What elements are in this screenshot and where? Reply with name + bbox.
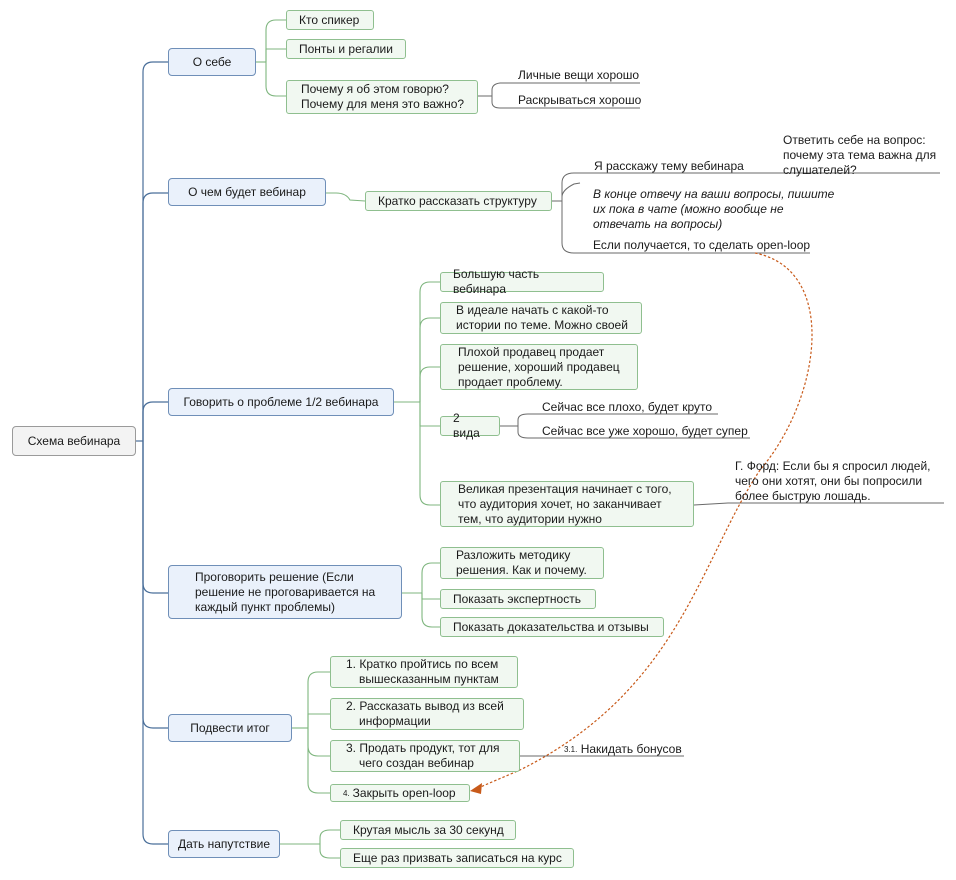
leaf-tell-topic[interactable]: Я расскажу тему вебинара bbox=[594, 159, 744, 173]
answer-line1: В конце отвечу на ваши вопросы, пишите bbox=[593, 187, 835, 201]
solution-method[interactable]: Разложить методику решения. Как и почему… bbox=[440, 547, 604, 579]
branch-summary-label: Подвести итог bbox=[190, 720, 270, 735]
about-why-line1: Почему я об этом говорю? bbox=[301, 82, 449, 96]
root-label: Схема вебинара bbox=[27, 433, 121, 448]
branch-problem-label: Говорить о проблеме 1/2 вебинара bbox=[183, 394, 379, 409]
openloop-arrow bbox=[477, 252, 813, 789]
branch-topic[interactable]: О чем будет вебинар bbox=[168, 178, 326, 206]
problem-story[interactable]: В идеале начать с какой-то истории по те… bbox=[440, 302, 642, 334]
about-regalia-label: Понты и регалии bbox=[299, 41, 393, 56]
story-line2: истории по теме. Можно своей bbox=[456, 318, 628, 332]
about-speaker[interactable]: Кто спикер bbox=[286, 10, 374, 30]
problem-story-text: В идеале начать с какой-то истории по те… bbox=[456, 303, 628, 333]
s2-line2: информации bbox=[359, 714, 431, 728]
leaf-bonuses[interactable]: 3.1. Накидать бонусов bbox=[564, 742, 682, 757]
leaf-answer-at-end[interactable]: В конце отвечу на ваши вопросы, пишите и… bbox=[593, 187, 834, 232]
farewell-enroll-label: Еще раз призвать записаться на курс bbox=[353, 850, 562, 865]
solution-line3: каждый пункт проблемы) bbox=[195, 599, 335, 614]
s2-line1: 2. Рассказать вывод из всей bbox=[346, 699, 504, 713]
farewell-thought-label: Крутая мысль за 30 секунд bbox=[353, 822, 504, 837]
bonus-number: 3.1. bbox=[564, 745, 578, 754]
problem-most[interactable]: Большую часть вебинара bbox=[440, 267, 604, 296]
about-why-line2: Почему для меня это важно? bbox=[301, 97, 465, 111]
great-presentation-text: Великая презентация начинает с того, что… bbox=[458, 482, 672, 527]
story-line1: В идеале начать с какой-то bbox=[456, 303, 609, 317]
leaf-open-up[interactable]: Раскрываться хорошо bbox=[518, 93, 642, 107]
two-types-label: 2 вида bbox=[453, 411, 480, 440]
branch-farewell-label: Дать напутствие bbox=[177, 836, 271, 851]
great-line2: что аудитория хочет, но заканчивает bbox=[458, 496, 662, 511]
solution-proof[interactable]: Показать доказательства и отзывы bbox=[440, 617, 664, 637]
seller-line2: решение, хороший продавец bbox=[458, 359, 620, 374]
proof-label: Показать доказательства и отзывы bbox=[453, 619, 649, 634]
root-node[interactable]: Схема вебинара bbox=[12, 426, 136, 456]
great-line3: тем, что аудитории нужно bbox=[458, 511, 602, 526]
branch-solution-label: Проговорить решение (Если решение не про… bbox=[195, 570, 375, 615]
about-regalia[interactable]: Понты и регалии bbox=[286, 39, 406, 59]
farewell-thought[interactable]: Крутая мысль за 30 секунд bbox=[340, 820, 516, 840]
answer-line2: их пока в чате (можно вообще не bbox=[593, 202, 784, 216]
ford-line3: более быструю лошадь. bbox=[735, 489, 871, 503]
leaf-answer-question[interactable]: Ответить себе на вопрос: почему эта тема… bbox=[783, 133, 936, 178]
s4-number: 4. bbox=[343, 788, 350, 798]
problem-most-label: Большую часть вебинара bbox=[453, 267, 540, 296]
summary-step-1-text: 1. Кратко пройтись по всем вышесказанным… bbox=[346, 657, 499, 687]
great-line1: Великая презентация начинает с того, bbox=[458, 481, 672, 496]
problem-seller[interactable]: Плохой продавец продает решение, хороший… bbox=[440, 344, 638, 390]
s3-line2: чего создан вебинар bbox=[359, 756, 474, 770]
branch-summary[interactable]: Подвести итог bbox=[168, 714, 292, 742]
seller-line1: Плохой продавец продает bbox=[458, 344, 605, 359]
seller-line3: продает проблему. bbox=[458, 374, 563, 389]
leaf-ford-quote[interactable]: Г. Форд: Если бы я спросил людей, чего о… bbox=[735, 459, 930, 504]
branch-solution[interactable]: Проговорить решение (Если решение не про… bbox=[168, 565, 402, 619]
summary-step-4[interactable]: 4. Закрыть open-loop bbox=[330, 784, 470, 802]
question-line2: почему эта тема важна для bbox=[783, 148, 937, 162]
bonus-label: Накидать бонусов bbox=[580, 742, 682, 756]
farewell-enroll[interactable]: Еще раз призвать записаться на курс bbox=[340, 848, 574, 868]
about-why[interactable]: Почему я об этом говорю? Почему для меня… bbox=[286, 80, 478, 114]
about-speaker-label: Кто спикер bbox=[299, 12, 360, 27]
solution-line1: Проговорить решение (Если bbox=[195, 569, 354, 584]
summary-step-1[interactable]: 1. Кратко пройтись по всем вышесказанным… bbox=[330, 656, 518, 688]
topic-structure-label: Кратко рассказать структуру bbox=[378, 193, 537, 208]
leaf-type-good-to-super[interactable]: Сейчас все уже хорошо, будет супер bbox=[542, 424, 748, 438]
summary-step-3[interactable]: 3. Продать продукт, тот для чего создан … bbox=[330, 740, 520, 772]
method-line1: Разложить методику bbox=[456, 548, 571, 562]
solution-expertise[interactable]: Показать экспертность bbox=[440, 589, 596, 609]
branch-farewell[interactable]: Дать напутствие bbox=[168, 830, 280, 858]
summary-step-3-text: 3. Продать продукт, тот для чего создан … bbox=[346, 741, 499, 771]
summary-step-2[interactable]: 2. Рассказать вывод из всей информации bbox=[330, 698, 524, 730]
problem-great-presentation[interactable]: Великая презентация начинает с того, что… bbox=[440, 481, 694, 527]
solution-line2: решение не проговаривается на bbox=[195, 584, 376, 599]
s1-line2: вышесказанным пунктам bbox=[359, 672, 499, 686]
branch-about-label: О себе bbox=[192, 54, 232, 69]
topic-structure[interactable]: Кратко рассказать структуру bbox=[365, 191, 552, 211]
question-line3: слушателей? bbox=[783, 163, 857, 177]
branch-about[interactable]: О себе bbox=[168, 48, 256, 76]
expertise-label: Показать экспертность bbox=[453, 591, 581, 606]
solution-method-text: Разложить методику решения. Как и почему… bbox=[456, 548, 587, 578]
leaf-personal-things[interactable]: Личные вещи хорошо bbox=[518, 68, 640, 82]
s4-label: Закрыть open-loop bbox=[352, 785, 456, 800]
problem-seller-text: Плохой продавец продает решение, хороший… bbox=[458, 345, 620, 390]
branch-topic-label: О чем будет вебинар bbox=[188, 184, 306, 199]
about-why-text: Почему я об этом говорю? Почему для меня… bbox=[301, 82, 464, 112]
summary-step-2-text: 2. Рассказать вывод из всей информации bbox=[346, 699, 504, 729]
ford-line1: Г. Форд: Если бы я спросил людей, bbox=[735, 459, 931, 473]
branch-problem[interactable]: Говорить о проблеме 1/2 вебинара bbox=[168, 388, 394, 416]
leaf-type-bad-to-cool[interactable]: Сейчас все плохо, будет круто bbox=[542, 400, 713, 414]
s1-line1: 1. Кратко пройтись по всем bbox=[346, 657, 499, 671]
problem-two-types[interactable]: 2 вида bbox=[440, 411, 500, 440]
method-line2: решения. Как и почему. bbox=[456, 563, 587, 577]
question-line1: Ответить себе на вопрос: bbox=[783, 133, 926, 147]
leaf-open-loop[interactable]: Если получается, то сделать open-loop bbox=[593, 238, 811, 252]
s3-line1: 3. Продать продукт, тот для bbox=[346, 741, 500, 755]
answer-line3: отвечать на вопросы) bbox=[593, 217, 723, 231]
ford-line2: чего они хотят, они бы попросили bbox=[735, 474, 923, 488]
